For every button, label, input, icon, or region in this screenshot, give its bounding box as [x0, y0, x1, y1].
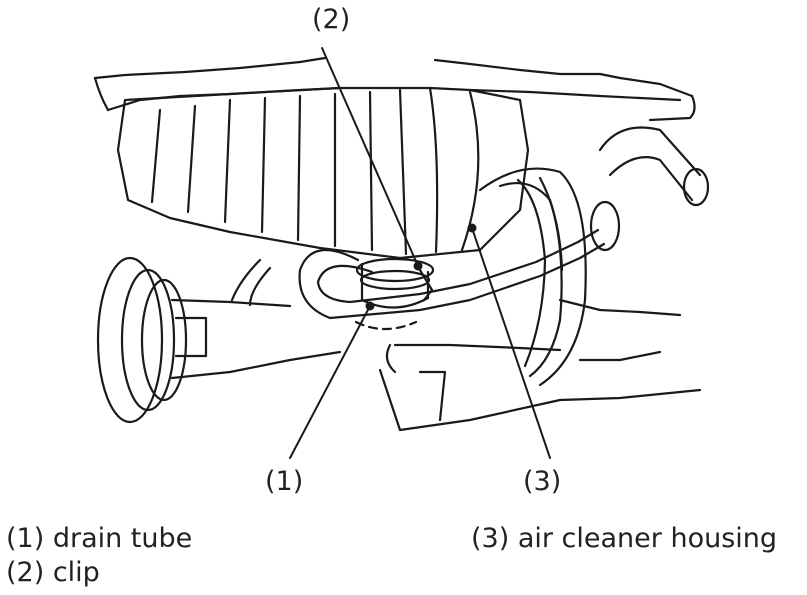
- legend-drain-tube: (1) drain tube: [6, 525, 192, 552]
- upper-right-hose: [600, 128, 708, 206]
- leader-line-2: [322, 48, 418, 266]
- leader-lines: [290, 48, 550, 458]
- leader-line-3: [472, 228, 550, 458]
- air-cleaner-housing: [118, 88, 528, 258]
- left-cv-boot: [98, 258, 340, 422]
- callout-label-3: (3): [523, 468, 561, 495]
- leader-line-1: [290, 306, 370, 458]
- leader-dot-3: [469, 225, 476, 232]
- intake-boot-right: [480, 169, 680, 385]
- callout-label-2: (2): [312, 6, 350, 33]
- leader-dot-2: [415, 263, 422, 270]
- leader-dot-1: [367, 303, 374, 310]
- callout-label-1: (1): [265, 468, 303, 495]
- drain-tube: [300, 202, 619, 329]
- legend-clip: (2) clip: [6, 559, 100, 586]
- legend-air-cleaner-housing: (3) air cleaner housing: [471, 525, 777, 552]
